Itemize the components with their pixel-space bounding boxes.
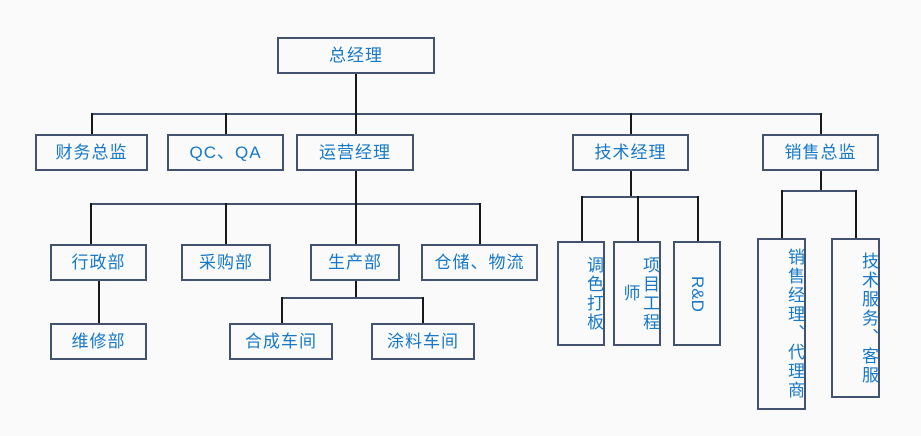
- connector-sales-to-salesmanager: [781, 190, 783, 238]
- connector-sales-stem: [820, 170, 822, 191]
- connector-gm-to-qcqa: [225, 113, 227, 134]
- connector-technical-bus: [581, 196, 698, 198]
- connector-production-stem: [355, 280, 357, 298]
- node-coating-workshop[interactable]: 涂料车间: [371, 323, 475, 360]
- connector-operations-to-production: [355, 203, 357, 244]
- node-finance-director[interactable]: 财务总监: [35, 134, 148, 171]
- node-warehouse-logistics[interactable]: 仓储、物流: [421, 244, 538, 281]
- node-synthesis-workshop[interactable]: 合成车间: [229, 323, 333, 360]
- connector-gm-bus: [92, 113, 822, 115]
- connector-gm-to-operations: [355, 113, 357, 134]
- node-production-dept[interactable]: 生产部: [310, 244, 400, 281]
- connector-admin-to-maintenance: [98, 280, 100, 323]
- node-color-matching[interactable]: 调色打板: [557, 241, 605, 346]
- connector-technical-stem: [630, 170, 632, 197]
- connector-operations-bus: [90, 203, 480, 205]
- node-admin-dept[interactable]: 行政部: [50, 244, 147, 281]
- node-operations-manager[interactable]: 运营经理: [296, 134, 414, 171]
- connector-operations-to-purchasing: [225, 203, 227, 244]
- connector-gm-to-finance: [91, 113, 93, 134]
- connector-gm-stem: [355, 73, 357, 114]
- connector-sales-to-techservice: [855, 190, 857, 238]
- node-maintenance-dept[interactable]: 维修部: [50, 323, 147, 360]
- connector-technical-to-projectengineer: [637, 196, 639, 241]
- node-tech-service-support[interactable]: 技术服务、客服: [831, 238, 880, 398]
- connector-technical-to-colormatching: [581, 196, 583, 241]
- connector-gm-to-technical: [630, 113, 632, 134]
- connector-production-to-synthesis: [281, 297, 283, 323]
- node-sales-manager-agent[interactable]: 销售经理、代理商: [757, 238, 806, 410]
- node-qc-qa[interactable]: QC、QA: [167, 134, 284, 171]
- connector-technical-to-rnd: [697, 196, 699, 241]
- node-sales-director[interactable]: 销售总监: [762, 134, 879, 171]
- node-general-manager[interactable]: 总经理: [277, 37, 435, 74]
- connector-production-to-coating: [422, 297, 424, 323]
- node-technical-manager[interactable]: 技术经理: [572, 134, 689, 171]
- connector-operations-to-warehouse: [479, 203, 481, 244]
- node-purchasing-dept[interactable]: 采购部: [181, 244, 271, 281]
- node-project-engineer[interactable]: 项目工程师: [613, 241, 661, 346]
- connector-gm-to-sales: [820, 113, 822, 134]
- connector-sales-bus: [781, 190, 856, 192]
- node-rnd[interactable]: R&D: [673, 241, 721, 346]
- connector-operations-to-admin: [90, 203, 92, 244]
- connector-production-bus: [281, 297, 424, 299]
- connector-operations-stem: [355, 170, 357, 204]
